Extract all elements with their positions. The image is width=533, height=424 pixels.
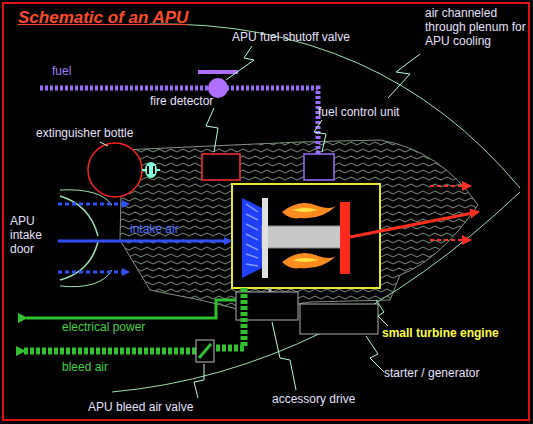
part-label: intake air [130, 222, 220, 236]
apu-housing [120, 140, 478, 312]
compressor-blades [246, 204, 258, 266]
combustion-flame [282, 253, 336, 268]
part-label: fuel control unit [318, 105, 428, 119]
part-label: fire detector [150, 94, 240, 108]
diagram-title: Schematic of an APU [18, 8, 188, 28]
valve-stem [198, 70, 238, 74]
part-label: accessory drive [272, 392, 392, 406]
part-label: bleed air [62, 360, 142, 374]
fuel-line [40, 88, 318, 154]
shaft [262, 226, 342, 248]
flame-core [292, 208, 318, 212]
starter-generator [300, 304, 378, 334]
extinguisher-bottle [88, 143, 142, 197]
part-label: electrical power [62, 320, 172, 334]
intake-door [60, 196, 98, 280]
part-label: air channeled through plenum for APU coo… [425, 6, 529, 48]
turbine [340, 202, 350, 274]
cooling-flow [430, 185, 470, 187]
intake-flow [58, 271, 128, 274]
flame-core [292, 258, 318, 262]
cooling-flow [430, 239, 470, 241]
fire-detector [202, 154, 240, 180]
leader-lines [100, 46, 420, 398]
intake-flow [58, 203, 128, 206]
combustion-flame [282, 203, 336, 218]
part-label: starter / generator [384, 366, 524, 380]
exhaust-flow [350, 212, 478, 237]
compressor [242, 198, 262, 278]
extinguisher-valve [145, 162, 157, 178]
part-label: small turbine engine [382, 326, 528, 340]
part-label: fuel [52, 64, 92, 78]
combustor-wall [262, 198, 268, 278]
part-label: extinguisher bottle [36, 126, 156, 140]
part-label: APU bleed air valve [88, 400, 238, 414]
frame [3, 3, 529, 420]
intake-flow [58, 240, 230, 243]
bleed-air-valve [196, 340, 214, 362]
electrical-power-line [26, 300, 236, 318]
part-label: APU fuel shutoff valve [232, 30, 382, 44]
fuel-control-unit [304, 154, 334, 180]
part-label: APU intake door [10, 214, 54, 256]
